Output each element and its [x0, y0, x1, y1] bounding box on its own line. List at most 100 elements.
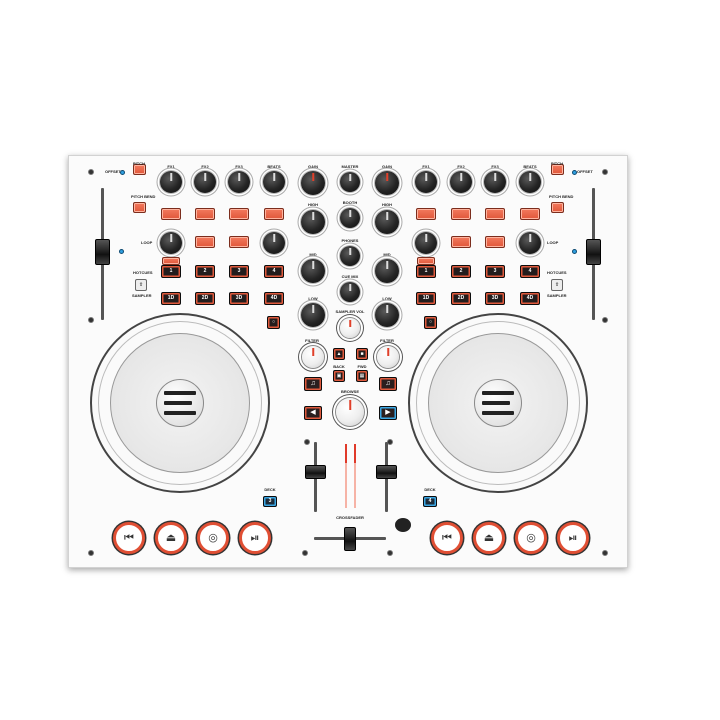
cue-headphones-button-left[interactable]: ♫	[304, 377, 322, 391]
play-pause-button-left[interactable]: ⏯	[239, 522, 271, 554]
deck-select-button-right[interactable]: 4	[423, 496, 437, 507]
deck-select-button-left[interactable]: 3	[263, 496, 277, 507]
pitch-button-right[interactable]	[551, 164, 564, 175]
shift-button-right[interactable]: ⇧	[551, 279, 563, 291]
fx3-button-right[interactable]	[485, 208, 505, 220]
loop-inout-knob-left[interactable]	[160, 232, 182, 254]
fwd-button[interactable]: ▦	[356, 370, 368, 382]
sync-button-left[interactable]: ◎	[197, 522, 229, 554]
low-knob-left[interactable]	[301, 303, 325, 327]
loop-inout-knob-right[interactable]	[415, 232, 437, 254]
phones-knob[interactable]	[340, 246, 360, 266]
up-button[interactable]: ▲	[333, 348, 345, 360]
sampler-pad-4-right[interactable]: 4D	[520, 292, 540, 305]
cue-mix-knob[interactable]	[340, 282, 360, 302]
loop-div-button-right[interactable]	[451, 236, 471, 248]
pitch-button-left[interactable]	[133, 164, 146, 175]
shift-button-left[interactable]: ⇧	[135, 279, 147, 291]
channel-fader-left[interactable]	[305, 465, 326, 479]
sampler-pad-2-left[interactable]: 2D	[195, 292, 215, 305]
hotcue-pad-3-left[interactable]: 3	[229, 265, 249, 278]
fx1-button-right[interactable]	[416, 208, 436, 220]
hotcue-pad-4-left[interactable]: 4	[264, 265, 284, 278]
sampler-pad-3-right[interactable]: 3D	[485, 292, 505, 305]
jog-ring-left	[98, 321, 262, 485]
eject-button-right[interactable]: ⏏	[473, 522, 505, 554]
hotcue-pad-2-left[interactable]: 2	[195, 265, 215, 278]
stop-button[interactable]: ■	[356, 348, 368, 360]
load-deck-right-button[interactable]: ▶	[379, 406, 397, 420]
loop-knob-left[interactable]	[263, 232, 285, 254]
pitch-bend-button-left[interactable]	[133, 202, 146, 213]
cue-button-left[interactable]: ⏮	[113, 522, 145, 554]
fx2-button-right[interactable]	[451, 208, 471, 220]
high-knob-right[interactable]	[375, 210, 399, 234]
load-button-right[interactable]: ○	[424, 316, 437, 329]
high-knob-left[interactable]	[301, 210, 325, 234]
gain-label-right: GAIN	[382, 164, 392, 169]
loop-div-button-left[interactable]	[195, 236, 215, 248]
hotcue-pad-1-right[interactable]: 1	[416, 265, 436, 278]
fx1-knob-right[interactable]	[415, 171, 437, 193]
sampler-pad-1-right[interactable]: 1D	[416, 292, 436, 305]
hotcue-pad-4-right[interactable]: 4	[520, 265, 540, 278]
fx2-button-left[interactable]	[195, 208, 215, 220]
sampler-pad-4-left[interactable]: 4D	[264, 292, 284, 305]
fx4-button-left[interactable]	[264, 208, 284, 220]
hotcue-pad-2-right[interactable]: 2	[451, 265, 471, 278]
pitch-fader-right[interactable]	[586, 239, 601, 265]
loop-mul-button-right[interactable]	[485, 236, 505, 248]
cue-headphones-button-right[interactable]: ♫	[379, 377, 397, 391]
low-knob-right[interactable]	[375, 303, 399, 327]
fx2-knob-left[interactable]	[194, 171, 216, 193]
low-label-left: LOW	[308, 296, 318, 301]
back-button[interactable]: ▣	[333, 370, 345, 382]
screw	[88, 317, 94, 323]
gain-knob-right[interactable]	[375, 171, 399, 195]
sampler-pad-2-right[interactable]: 2D	[451, 292, 471, 305]
jog-wheel-right[interactable]	[408, 313, 588, 493]
booth-knob[interactable]	[340, 208, 360, 228]
play-pause-button-right[interactable]: ⏯	[557, 522, 589, 554]
fx1-button-left[interactable]	[161, 208, 181, 220]
fx3-button-left[interactable]	[229, 208, 249, 220]
filter-knob-left[interactable]	[302, 346, 324, 368]
fx3-knob-left[interactable]	[228, 171, 250, 193]
pitch-bend-button-right[interactable]	[551, 202, 564, 213]
fx2-knob-right[interactable]	[450, 171, 472, 193]
mid-knob-right[interactable]	[375, 259, 399, 283]
gain-knob-left[interactable]	[301, 171, 325, 195]
hotcue-pad-3-right[interactable]: 3	[485, 265, 505, 278]
beats-knob-right[interactable]	[519, 171, 541, 193]
jog-wheel-left[interactable]	[90, 313, 270, 493]
fx1-knob-left[interactable]	[160, 171, 182, 193]
eject-button-left[interactable]: ⏏	[155, 522, 187, 554]
filter-knob-right[interactable]	[377, 346, 399, 368]
loop-mul-button-left[interactable]	[229, 236, 249, 248]
hotcue-pad-1-left[interactable]: 1	[161, 265, 181, 278]
channel-fader-right[interactable]	[376, 465, 397, 479]
sampler-vol-knob[interactable]	[340, 318, 360, 338]
vu-meter-right	[354, 444, 356, 508]
deck-label-left: DECK	[264, 487, 276, 492]
mid-knob-left[interactable]	[301, 259, 325, 283]
sampler-pad-3-left[interactable]: 3D	[229, 292, 249, 305]
loop-sub-button-left[interactable]	[162, 257, 180, 265]
load-deck-left-button[interactable]: ◀	[304, 406, 322, 420]
load-button-left[interactable]: ○	[267, 316, 280, 329]
loop-knob-right[interactable]	[519, 232, 541, 254]
master-knob[interactable]	[340, 172, 360, 192]
browse-knob[interactable]	[336, 398, 364, 426]
loop-sub-button-right[interactable]	[417, 257, 435, 265]
brand-logo-icon	[395, 518, 411, 532]
beats-knob-left[interactable]	[263, 171, 285, 193]
fx3-knob-right[interactable]	[484, 171, 506, 193]
cue-button-right[interactable]: ⏮	[431, 522, 463, 554]
screw	[302, 550, 308, 556]
pitch-fader-left[interactable]	[95, 239, 110, 265]
sampler-vol-label: SAMPLER VOL	[335, 309, 365, 314]
sampler-pad-1-left[interactable]: 1D	[161, 292, 181, 305]
sync-button-right[interactable]: ◎	[515, 522, 547, 554]
fx4-button-right[interactable]	[520, 208, 540, 220]
crossfader[interactable]	[344, 527, 356, 551]
